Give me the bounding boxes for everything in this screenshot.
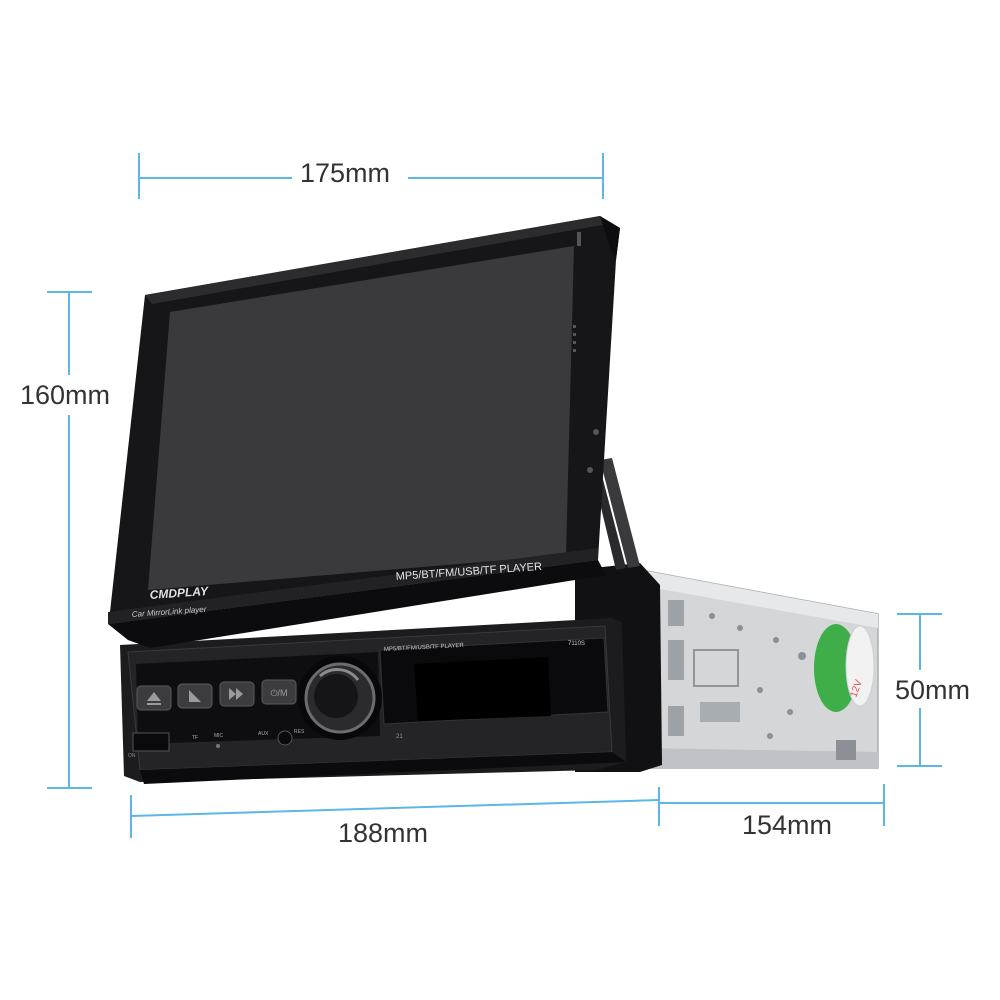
dimension-label-screen-height: 160mm — [14, 382, 117, 409]
dimension-label-front-width: 188mm — [332, 820, 435, 847]
dimension-label-body-height: 50mm — [889, 677, 977, 704]
prev-icon — [189, 690, 201, 702]
label-res: RES — [294, 729, 305, 735]
chassis-hole — [767, 733, 773, 739]
usb-port[interactable] — [132, 732, 170, 752]
dimension-label-top-width: 175mm — [294, 160, 397, 187]
front-body: ⏻/M MP5/BT/FM/USB/TF PLAYER 7110S 21 ON … — [120, 563, 662, 784]
dim-bottom-line — [130, 799, 660, 817]
label-on: ON — [128, 753, 136, 759]
model-number: 7110S — [568, 641, 585, 647]
dimension-lines — [47, 153, 942, 838]
chassis-bracket — [693, 649, 739, 687]
label-aux: AUX — [258, 731, 269, 737]
speaker-grille — [573, 325, 576, 352]
chassis-connector — [836, 740, 856, 760]
dimension-label-depth: 154mm — [736, 812, 839, 839]
chassis-hole — [757, 687, 763, 693]
eject-icon — [147, 692, 161, 705]
label-mic: MIC — [214, 733, 224, 739]
chassis-hole — [773, 637, 779, 643]
eject-button[interactable] — [136, 685, 172, 711]
voltage-sticker: 12V — [814, 624, 875, 712]
front-display — [414, 657, 551, 721]
aux-jack[interactable] — [277, 730, 293, 746]
knob-highlight — [319, 668, 360, 681]
chassis-slot — [668, 600, 684, 626]
mode-button[interactable]: ⏻/M — [261, 679, 297, 705]
next-button[interactable] — [219, 681, 255, 707]
prev-button[interactable] — [177, 683, 213, 709]
faceplate-bottom — [140, 752, 626, 784]
chassis-bracket — [700, 702, 740, 722]
label-21: 21 — [396, 734, 403, 740]
power-mode-icon: ⏻/M — [270, 688, 287, 698]
faceplate-caption: MP5/BT/FM/USB/TF PLAYER — [384, 643, 465, 653]
bezel-screw — [587, 467, 593, 473]
screen-hinge — [108, 560, 606, 648]
chassis-slot — [668, 640, 684, 680]
label-tf: TF — [192, 735, 198, 741]
mic-hole — [216, 744, 220, 748]
next-icon — [229, 688, 243, 700]
chassis-hole — [737, 625, 743, 631]
chassis-slot — [668, 706, 684, 736]
screen-display — [148, 246, 574, 590]
chassis-hole — [787, 709, 793, 715]
metal-chassis: 12V — [629, 567, 879, 769]
volume-knob[interactable] — [298, 656, 382, 740]
brand-logo: CMDPLAY — [149, 584, 209, 602]
flip-screen: CMDPLAY Car MirrorLink player MP5/BT/FM/… — [108, 216, 620, 648]
chassis-hole — [798, 652, 806, 660]
bezel-button — [577, 232, 581, 246]
bezel-screw — [593, 429, 599, 435]
chassis-hole — [709, 613, 715, 619]
